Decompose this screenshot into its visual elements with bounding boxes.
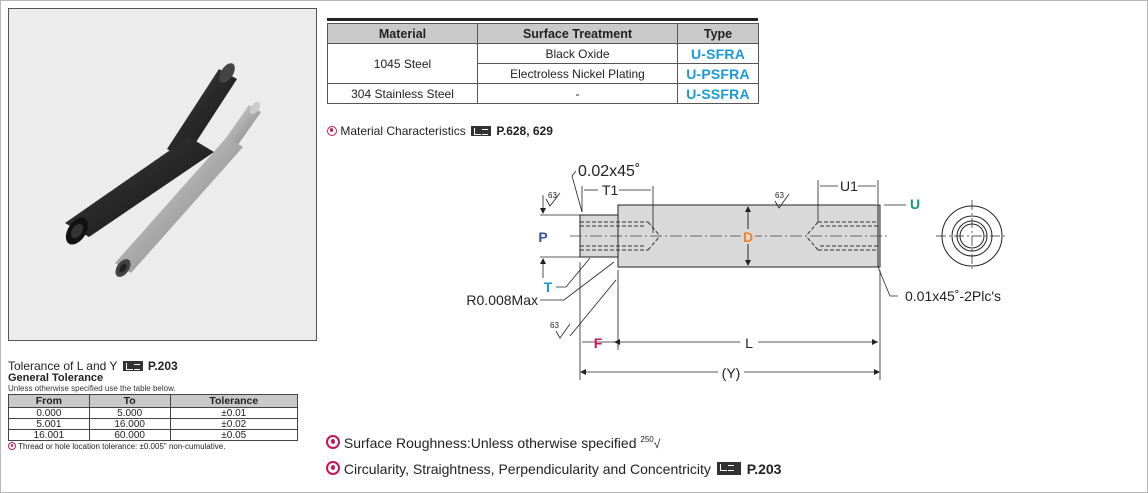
tolerance-footnote-line: Thread or hole location tolerance: ±0.00… [8,442,308,452]
label-F: F [594,335,603,351]
black-rod-image [65,63,237,245]
cell-tolerance: ±0.02 [169,418,299,430]
info-circle-icon [8,442,16,450]
cell-material: 1045 Steel [327,43,478,84]
cell-from: 5.001 [8,418,90,430]
tolerance-section: Tolerance of L and Y P.203 General Toler… [8,360,308,452]
info-circle-icon [326,435,340,449]
material-characteristics-ref[interactable]: P.628, 629 [496,124,553,138]
book-reference-icon [471,126,492,136]
roughness-symbol-icon [545,192,790,339]
table-row: 304 Stainless Steel - U-SSFRA [327,83,759,104]
cell-treatment: Black Oxide [477,43,678,64]
col-from: From [8,394,90,408]
book-reference-icon [122,361,143,371]
cell-tolerance: ±0.05 [169,429,299,441]
chamfer-top-label: 0.02x45˚ [578,163,640,180]
material-characteristics: Material Characteristics P.628, 629 [327,124,553,138]
hole-left [580,221,661,251]
cell-tolerance: ±0.01 [169,407,299,419]
label-D: D [743,229,753,245]
col-to: To [88,394,171,408]
roughness-symbol-icon: √ [653,437,661,451]
book-reference-icon [716,462,741,475]
table-header-row: From To Tolerance [8,394,299,408]
roughness-63-c: 63 [550,321,559,330]
surface-roughness-note: Surface Roughness:Unless otherwise speci… [326,435,660,451]
table-row: 0.000 5.000 ±0.01 [8,407,299,419]
circularity-note: Circularity, Straightness, Perpendicular… [326,461,781,477]
tolerance-table: From To Tolerance 0.000 5.000 ±0.01 5.00… [8,394,299,441]
silver-rod-image [115,101,261,277]
cell-treatment: Electroless Nickel Plating [477,63,678,84]
circularity-ref[interactable]: P.203 [746,461,782,477]
cell-treatment: - [477,83,678,104]
dim-Y: (Y) [722,365,741,381]
col-surface-treatment: Surface Treatment [477,23,678,44]
type-link-u-sfra[interactable]: U-SFRA [677,43,759,64]
cell-to: 5.000 [88,407,171,419]
general-tolerance-heading: General Tolerance [8,372,104,384]
info-circle-icon [327,126,337,136]
roughness-250-value: 250 [640,435,654,444]
general-tolerance-note: Unless otherwise specified use the table… [8,384,176,393]
type-link-u-ssfra[interactable]: U-SSFRA [677,83,759,104]
cell-to: 16.000 [88,418,171,430]
label-P: P [538,229,547,245]
table-header-row: Material Surface Treatment Type [327,23,759,44]
cell-from: 16.001 [8,429,90,441]
table-row: 1045 Steel Black Oxide U-SFRA [327,43,759,84]
material-characteristics-label: Material Characteristics [340,124,466,138]
cell-material: 304 Stainless Steel [327,83,478,104]
end-view [936,200,1008,272]
material-table: Material Surface Treatment Type 1045 Ste… [327,23,759,104]
col-material: Material [327,23,478,44]
chamfer-right-label: 0.01x45˚-2Plc's [905,288,1001,304]
col-tolerance: Tolerance [169,394,299,408]
product-photo [8,8,317,341]
tolerance-footnote: Thread or hole location tolerance: ±0.00… [18,442,226,451]
dim-T1: T1 [602,182,619,198]
label-T: T [544,279,553,295]
table-row: 5.001 16.000 ±0.02 [8,418,299,430]
tolerance-title: Tolerance of L and Y [8,359,118,373]
technical-drawing: D P T U 63 63 63 0.02x45˚ T1 U1 0.0 [466,163,1008,381]
radius-label: R0.008Max [466,292,538,308]
roughness-63-a: 63 [548,191,557,200]
table-top-rule [327,18,758,21]
type-link-u-psfra[interactable]: U-PSFRA [677,63,759,84]
dim-L: L [745,335,753,351]
cell-from: 0.000 [8,407,90,419]
table-row: 16.001 60.000 ±0.05 [8,429,299,441]
info-circle-icon [326,461,340,475]
dim-U1: U1 [840,178,858,194]
circularity-text: Circularity, Straightness, Perpendicular… [343,461,711,477]
surface-roughness-text: Surface Roughness:Unless otherwise speci… [343,435,637,451]
col-type: Type [677,23,759,44]
table-row: Electroless Nickel Plating U-PSFRA [328,63,759,84]
label-U: U [910,196,920,212]
hole-right [805,221,878,251]
tolerance-title-line: Tolerance of L and Y P.203 [8,360,308,373]
cell-to: 60.000 [88,429,171,441]
tolerance-ref[interactable]: P.203 [147,359,178,373]
roughness-63-b: 63 [775,191,784,200]
